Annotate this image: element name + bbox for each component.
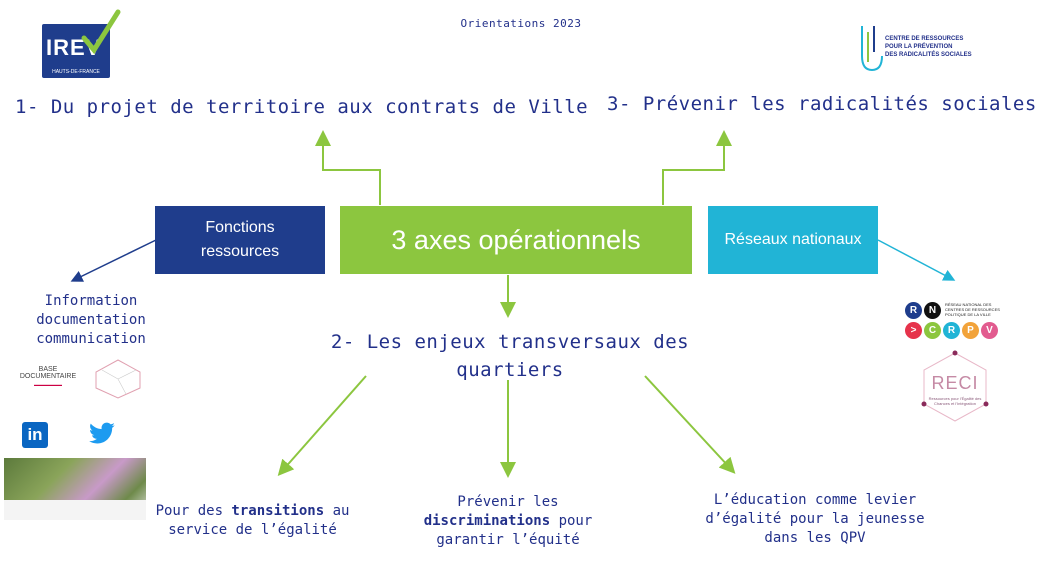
arrow-to-networks: [877, 239, 956, 281]
subtopic-discriminations: Prévenir les discriminations pour garant…: [423, 494, 593, 548]
rn-logo-c: C: [924, 322, 941, 339]
axes-operationnels-box: 3 axes opérationnels: [340, 206, 692, 274]
axis-1-title: 1- Du projet de territoire aux contrats …: [15, 96, 589, 118]
axis-2-title: 2- Les enjeux transversaux des quartiers: [330, 331, 690, 381]
arrow-to-transitions: [277, 375, 367, 476]
rn-logo-n: N: [924, 302, 941, 319]
reci-logo-text: RECI: [931, 373, 979, 393]
newsletter-thumbnail-strip: [4, 500, 146, 520]
axis-3-title: 3- Prévenir les radicalités sociales: [607, 93, 1037, 115]
reci-logo-caption: Ressources pour l'Égalité des Chances et…: [928, 396, 982, 406]
reseaux-nationaux-box: Réseaux nationaux: [708, 206, 878, 274]
subtopic-transitions: Pour des transitions au service de l’éga…: [155, 503, 350, 538]
info-doc-comm-label: Information documentation communication: [36, 293, 146, 347]
rn-logo-r2: R: [943, 322, 960, 339]
rn-logo-caption: RÉSEAU NATIONAL DES CENTRES DE RESSOURCE…: [945, 302, 1000, 317]
checkmark-icon: [81, 9, 121, 55]
page-title: Orientations 2023: [460, 17, 582, 30]
arrow-to-axis-1: [315, 130, 381, 205]
arrow-to-info: [70, 239, 157, 282]
rn-logo-p: P: [962, 322, 979, 339]
rn-logo-r: R: [905, 302, 922, 319]
crprs-logo-icon: [861, 26, 883, 72]
irev-logo: IREV HAUTS-DE-FRANCE: [42, 24, 110, 78]
irev-logo-region: HAUTS-DE-FRANCE: [52, 69, 100, 75]
rn-logo-v: V: [981, 322, 998, 339]
reci-logo-icon: [921, 350, 989, 422]
arrow-to-education: [644, 375, 736, 474]
crprs-logo-text: CENTRE DE RESSOURCES POUR LA PRÉVENTION …: [885, 36, 972, 58]
twitter-icon[interactable]: [88, 422, 116, 446]
mind-map-thumbnail-icon: [95, 359, 141, 399]
fonctions-ressources-box: Fonctions ressources: [155, 206, 325, 274]
rn-logo-arrow: >: [905, 322, 922, 339]
base-documentaire-label[interactable]: BASE DOCUMENTAIRE ▬▬▬▬▬▬▬: [19, 366, 77, 387]
subtopic-education: L’éducation comme levier d’égalité pour …: [705, 492, 925, 546]
linkedin-icon[interactable]: in: [22, 422, 48, 448]
arrow-to-axis-3: [662, 130, 732, 205]
